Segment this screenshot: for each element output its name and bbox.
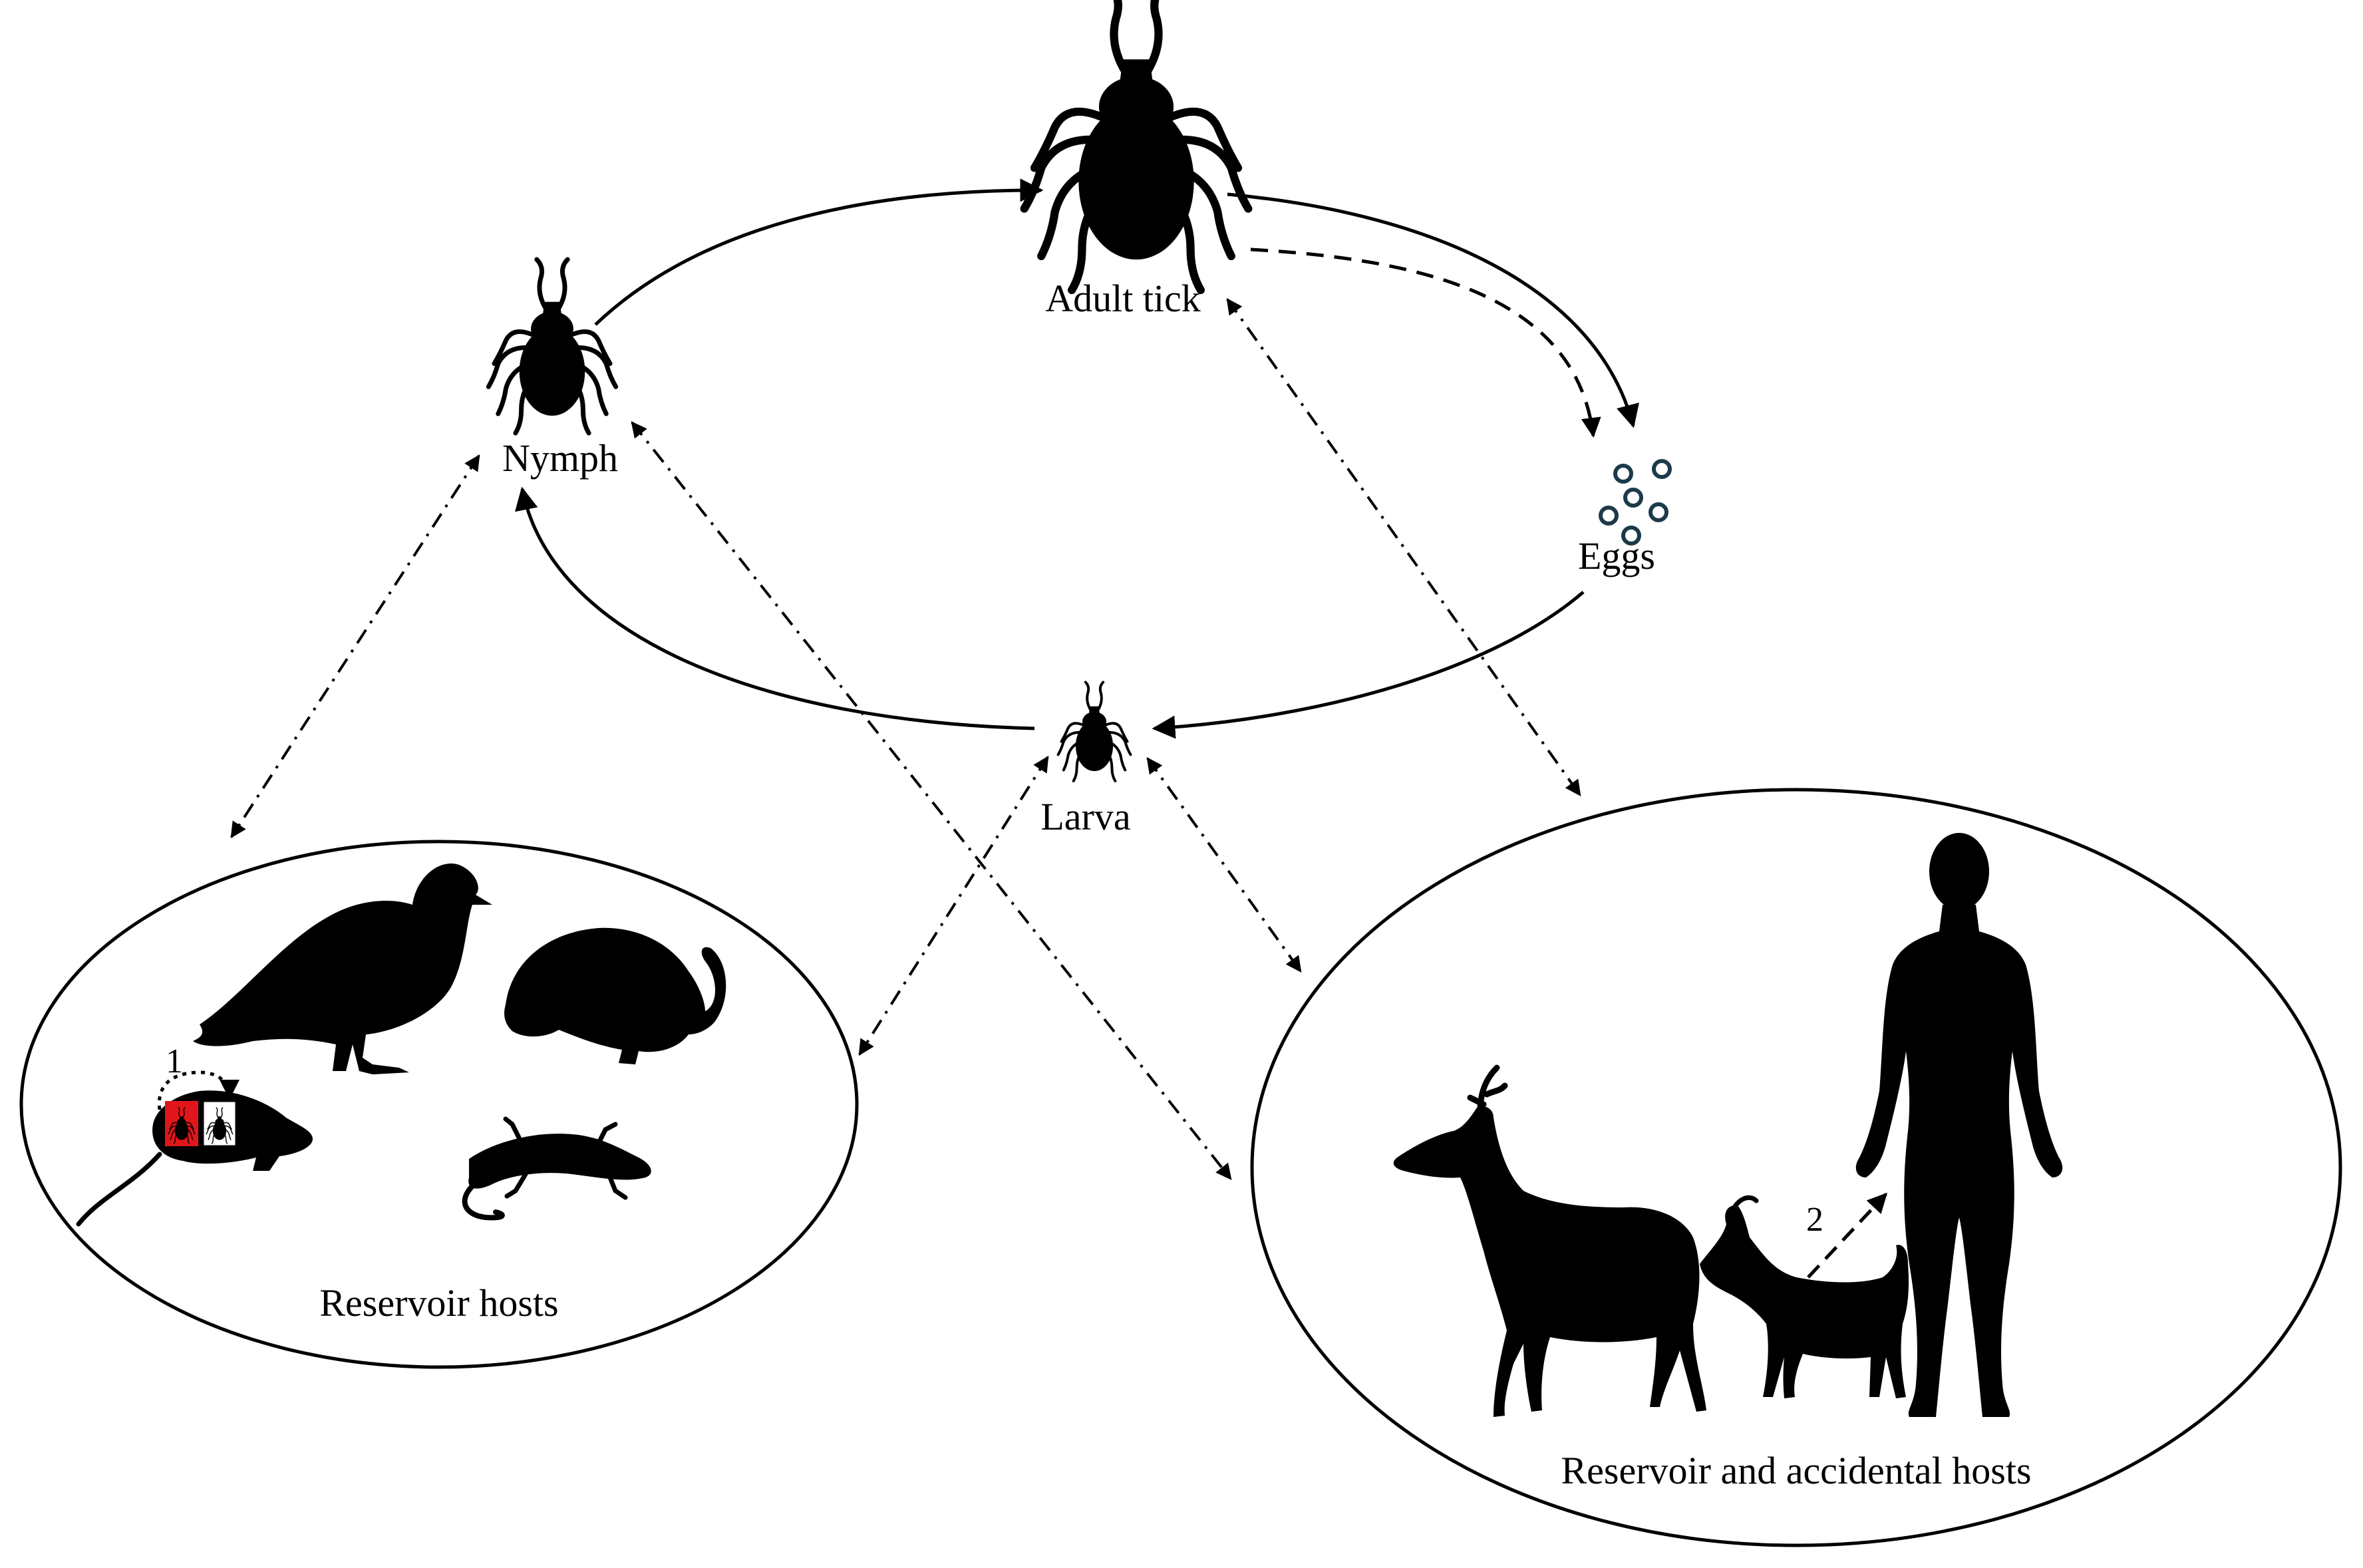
arrow-nymph-to-adult: [594, 178, 1044, 326]
reservoir-hosts-label: Reservoir hosts: [319, 1281, 558, 1325]
arrow-adult-to-eggs: [1227, 192, 1639, 428]
arrow-goat-to-human: [1807, 1192, 1888, 1279]
accidental-hosts-label: Reservoir and accidental hosts: [1561, 1449, 2031, 1492]
marker-two-label: 2: [1806, 1201, 1823, 1239]
arrow-adult-to-eggs-dashed: [1250, 247, 1601, 438]
arrow-larva-reservoir: [858, 755, 1049, 1056]
deer-icon: [1393, 1064, 1706, 1417]
host-interaction-arrows: [230, 298, 1581, 1180]
human-icon: [1855, 833, 2063, 1417]
arrow-larva-to-nymph: [515, 486, 1035, 730]
mouse-icon: [76, 1070, 313, 1227]
nymph-tick-icon: [488, 259, 615, 433]
accidental-hosts-group: [1250, 788, 2342, 1547]
nymph-label: Nymph: [502, 436, 618, 480]
goat-icon: [1700, 1195, 1909, 1398]
pigeon-icon: [193, 863, 492, 1074]
larva-label: Larva: [1040, 795, 1130, 838]
adult-tick-icon: [1024, 0, 1249, 290]
larva-tick-icon: [1056, 681, 1132, 782]
arrow-eggs-to-larva: [1152, 591, 1585, 739]
arrow-adult-accidental: [1226, 298, 1581, 796]
eggs-label: Eggs: [1578, 534, 1655, 577]
lizard-icon: [462, 1116, 651, 1221]
marker-one-label: 1: [166, 1042, 183, 1080]
adult-label: Adult tick: [1045, 277, 1201, 320]
reservoir-hosts-group: [19, 840, 859, 1369]
arrow-nymph-reservoir: [230, 454, 480, 839]
eggs-icon: [1601, 461, 1670, 544]
arrow-nymph-accidental: [631, 421, 1232, 1180]
arrow-larva-accidental: [1146, 757, 1302, 973]
hedgehog-icon: [504, 927, 726, 1064]
